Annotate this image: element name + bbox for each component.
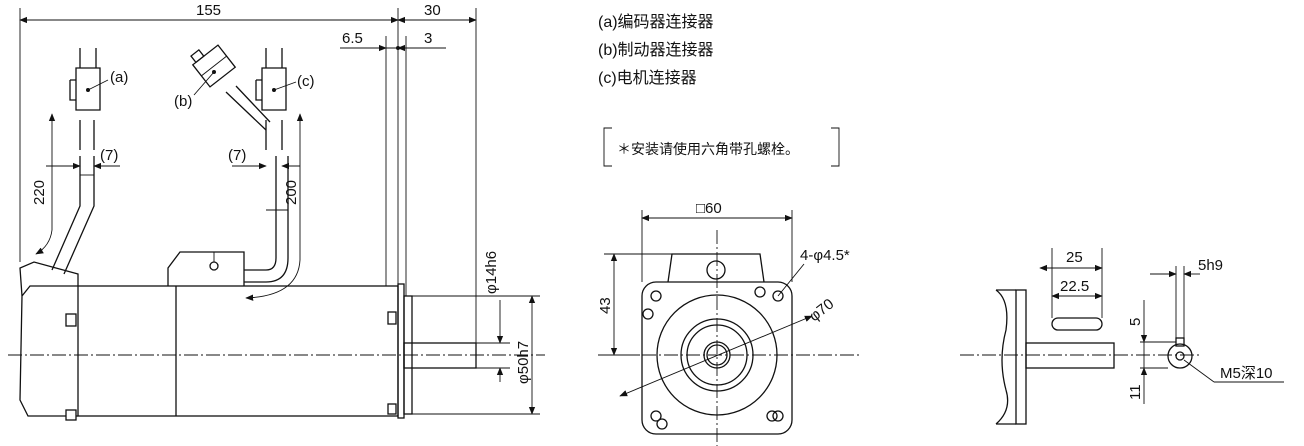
dim-cable-length-right: 200 (283, 180, 300, 205)
dim-tap-hole: M5深10 (1220, 365, 1273, 382)
dim-cable-dia-right: (7) (228, 147, 246, 164)
dim-square-size: □60 (696, 200, 722, 217)
brake-connector (190, 44, 237, 88)
dim-cable-length-left: 220 (31, 180, 48, 205)
label-a: (a) (110, 69, 128, 86)
mounting-note: ＊安装请使用六角带孔螺栓。 (603, 127, 840, 167)
dim-len-22-5: 22.5 (1060, 278, 1089, 295)
motor-body (77, 285, 399, 417)
dim-pilot-diameter: φ50h7 (515, 341, 532, 384)
label-b: (b) (174, 93, 192, 110)
dim-key-height: 11 (1127, 384, 1144, 400)
power-connector (255, 48, 287, 111)
detail-shaft (1025, 342, 1115, 369)
dim-height-43: 43 (597, 297, 614, 314)
dim-len-25: 25 (1066, 249, 1083, 266)
dim-shaft-step: 3 (424, 30, 432, 47)
legend-b: (b)制动器连接器 (598, 41, 714, 59)
dim-shaft-diameter: φ14h6 (483, 251, 500, 294)
dim-pcd: φ70 (806, 295, 837, 325)
legend-c: (c)电机连接器 (598, 69, 697, 87)
mounting-note-text: ＊安装请使用六角带孔螺栓。 (617, 141, 799, 157)
label-c: (c) (297, 73, 315, 90)
dim-key-width: 5h9 (1198, 257, 1223, 274)
encoder-connector (69, 48, 101, 111)
dim-shaft-length: 30 (424, 2, 441, 19)
dim-key-depth: 5 (1127, 318, 1144, 326)
legend-a: (a)编码器连接器 (598, 13, 714, 31)
encoder-cover (19, 285, 78, 417)
brake-connector-block (167, 251, 245, 286)
flange (397, 283, 405, 419)
dim-flange-thickness: 6.5 (342, 30, 363, 47)
side-view: (a) (b) (c) 155 30 (8, 2, 545, 421)
dim-hole-spec: 4-φ4.5* (800, 247, 850, 264)
front-view: □60 43 4-φ4.5* φ70 (597, 200, 860, 446)
dim-overall-length: 155 (196, 2, 221, 19)
dim-cable-dia-left: (7) (100, 147, 118, 164)
shaft (403, 342, 477, 369)
legend: (a)编码器连接器 (b)制动器连接器 (c)电机连接器 (598, 13, 714, 87)
shaft-detail: 25 22.5 5h9 5 11 M5深10 (960, 248, 1284, 425)
